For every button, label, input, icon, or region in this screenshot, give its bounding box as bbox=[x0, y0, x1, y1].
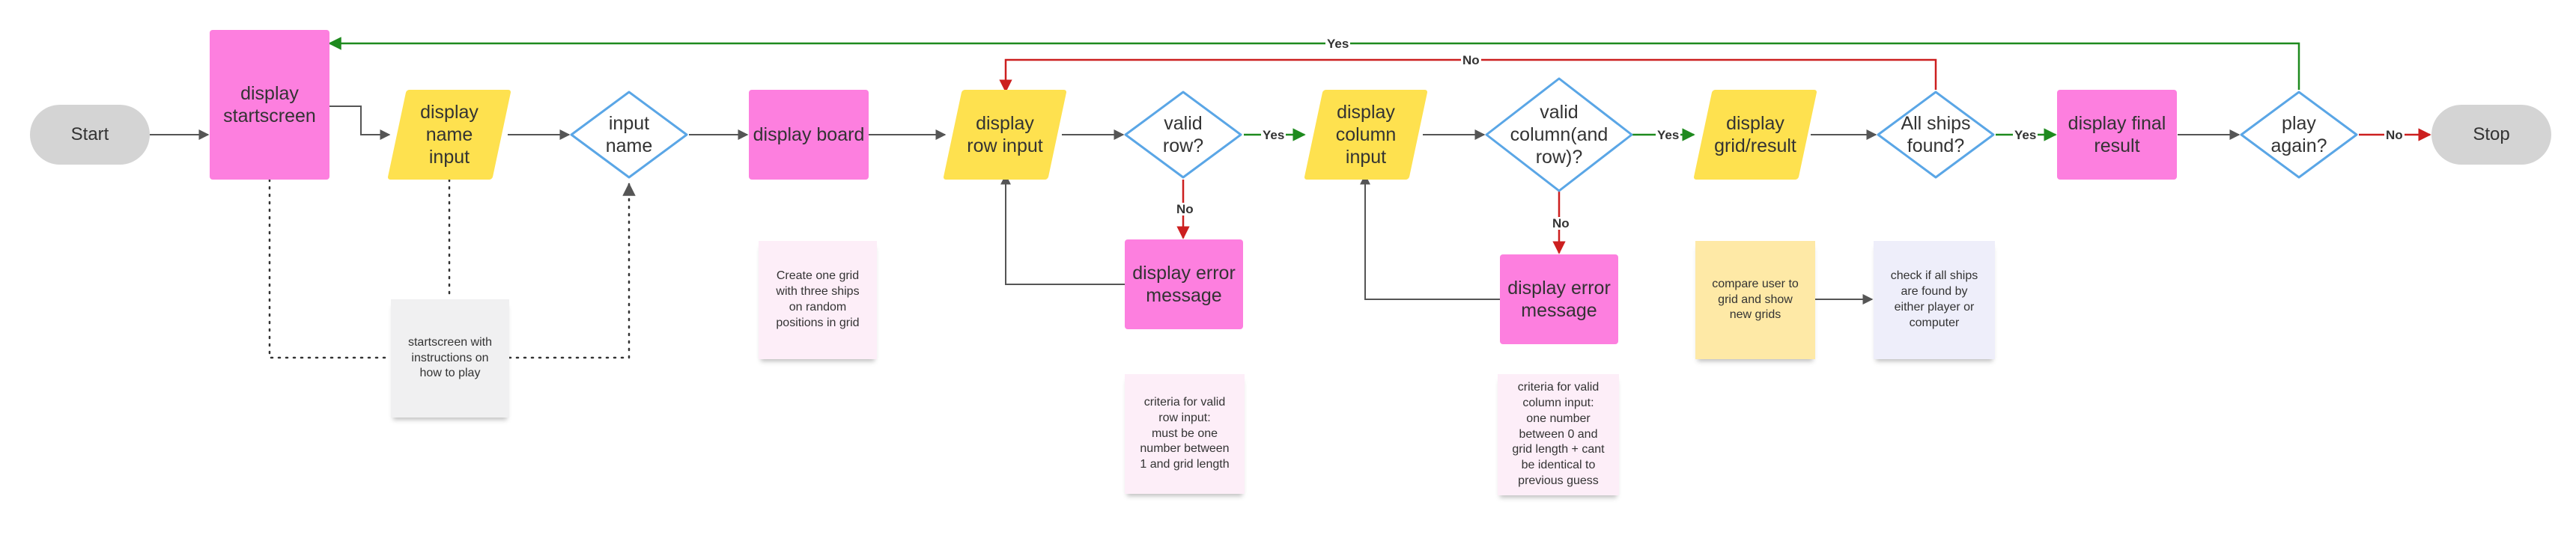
arrow-column-error-back bbox=[1360, 174, 1500, 300]
check-ships-note: check if all ships are found by either p… bbox=[1874, 241, 1995, 359]
arrow-startscreen-to-name-input bbox=[329, 106, 391, 140]
all-ships-found-diamond bbox=[1877, 91, 1995, 179]
yes-ships-label: Yes bbox=[2013, 128, 2038, 142]
valid-column-diamond bbox=[1485, 77, 1633, 192]
stop-terminal: Stop bbox=[2431, 105, 2551, 165]
valid-column-decision: valid column(and row)? bbox=[1484, 76, 1634, 193]
no-column-label: No bbox=[1551, 216, 1571, 230]
stop-label: Stop bbox=[2473, 124, 2510, 144]
start-terminal: Start bbox=[30, 105, 150, 165]
arrow-play-again-yes bbox=[328, 37, 2300, 90]
arrow-row-error-back bbox=[1000, 174, 1125, 285]
no-ships-label: No bbox=[1461, 53, 1481, 67]
display-startscreen-label: display startscreen bbox=[223, 83, 316, 126]
input-name-decision: input name bbox=[569, 90, 689, 180]
compare-note-text: compare user to grid and show new grids bbox=[1712, 277, 1799, 322]
check-ships-note-text: check if all ships are found by either p… bbox=[1890, 269, 1978, 329]
compare-note: compare user to grid and show new grids bbox=[1695, 241, 1815, 359]
valid-row-label: valid row? bbox=[1162, 113, 1204, 156]
no-row-label: No bbox=[1175, 202, 1195, 216]
input-name-diamond bbox=[570, 91, 688, 179]
start-label: Start bbox=[70, 124, 109, 144]
display-error-row-process: display error message bbox=[1125, 239, 1243, 329]
display-board-label: display board bbox=[753, 124, 865, 145]
startscreen-note-text: startscreen with instructions on how to … bbox=[407, 335, 493, 380]
display-name-input-label: display name input bbox=[420, 102, 479, 168]
dotted-startscreen-to-note bbox=[268, 178, 392, 359]
column-criteria-note: criteria for valid column input: one num… bbox=[1498, 374, 1619, 495]
play-again-decision: play again? bbox=[2239, 90, 2359, 180]
display-grid-result-io: display grid/result bbox=[1693, 90, 1817, 180]
column-criteria-note-text: criteria for valid column input: one num… bbox=[1512, 381, 1605, 487]
display-grid-result-label: display grid/result bbox=[1714, 113, 1796, 156]
play-again-label: play again? bbox=[2270, 113, 2327, 156]
display-name-input-io: display name input bbox=[387, 90, 511, 180]
board-note: Create one grid with three ships on rand… bbox=[759, 241, 877, 359]
yes-play-label: Yes bbox=[1325, 37, 1351, 51]
input-name-label: input name bbox=[605, 113, 653, 156]
row-criteria-note: criteria for valid row input: must be on… bbox=[1125, 374, 1245, 494]
board-note-text: Create one grid with three ships on rand… bbox=[776, 269, 860, 329]
display-final-result-label: display final result bbox=[2068, 113, 2166, 156]
row-criteria-note-text: criteria for valid row input: must be on… bbox=[1140, 396, 1230, 471]
display-board-process: display board bbox=[749, 90, 869, 180]
startscreen-note: startscreen with instructions on how to … bbox=[391, 299, 509, 418]
display-error-row-label: display error message bbox=[1132, 263, 1236, 306]
valid-row-decision: valid row? bbox=[1123, 90, 1243, 180]
display-row-input-io: display row input bbox=[943, 90, 1067, 180]
display-row-input-label: display row input bbox=[967, 113, 1043, 156]
all-ships-found-label: All ships found? bbox=[1901, 113, 1971, 156]
display-startscreen-process: display startscreen bbox=[210, 30, 329, 180]
display-column-input-io: display column input bbox=[1304, 90, 1428, 180]
valid-row-diamond bbox=[1124, 91, 1242, 179]
display-column-input-label: display column input bbox=[1335, 102, 1397, 168]
display-error-column-process: display error message bbox=[1500, 254, 1618, 344]
display-final-result-process: display final result bbox=[2057, 90, 2177, 180]
all-ships-found-decision: All ships found? bbox=[1876, 90, 1996, 180]
valid-column-label: valid column(and row)? bbox=[1510, 102, 1609, 168]
play-again-diamond bbox=[2240, 91, 2358, 179]
yes-row-label: Yes bbox=[1261, 128, 1287, 142]
no-play-label: No bbox=[2384, 128, 2405, 142]
yes-column-label: Yes bbox=[1656, 128, 1681, 142]
dotted-note-to-input-name bbox=[508, 183, 636, 359]
display-error-column-label: display error message bbox=[1507, 278, 1611, 321]
